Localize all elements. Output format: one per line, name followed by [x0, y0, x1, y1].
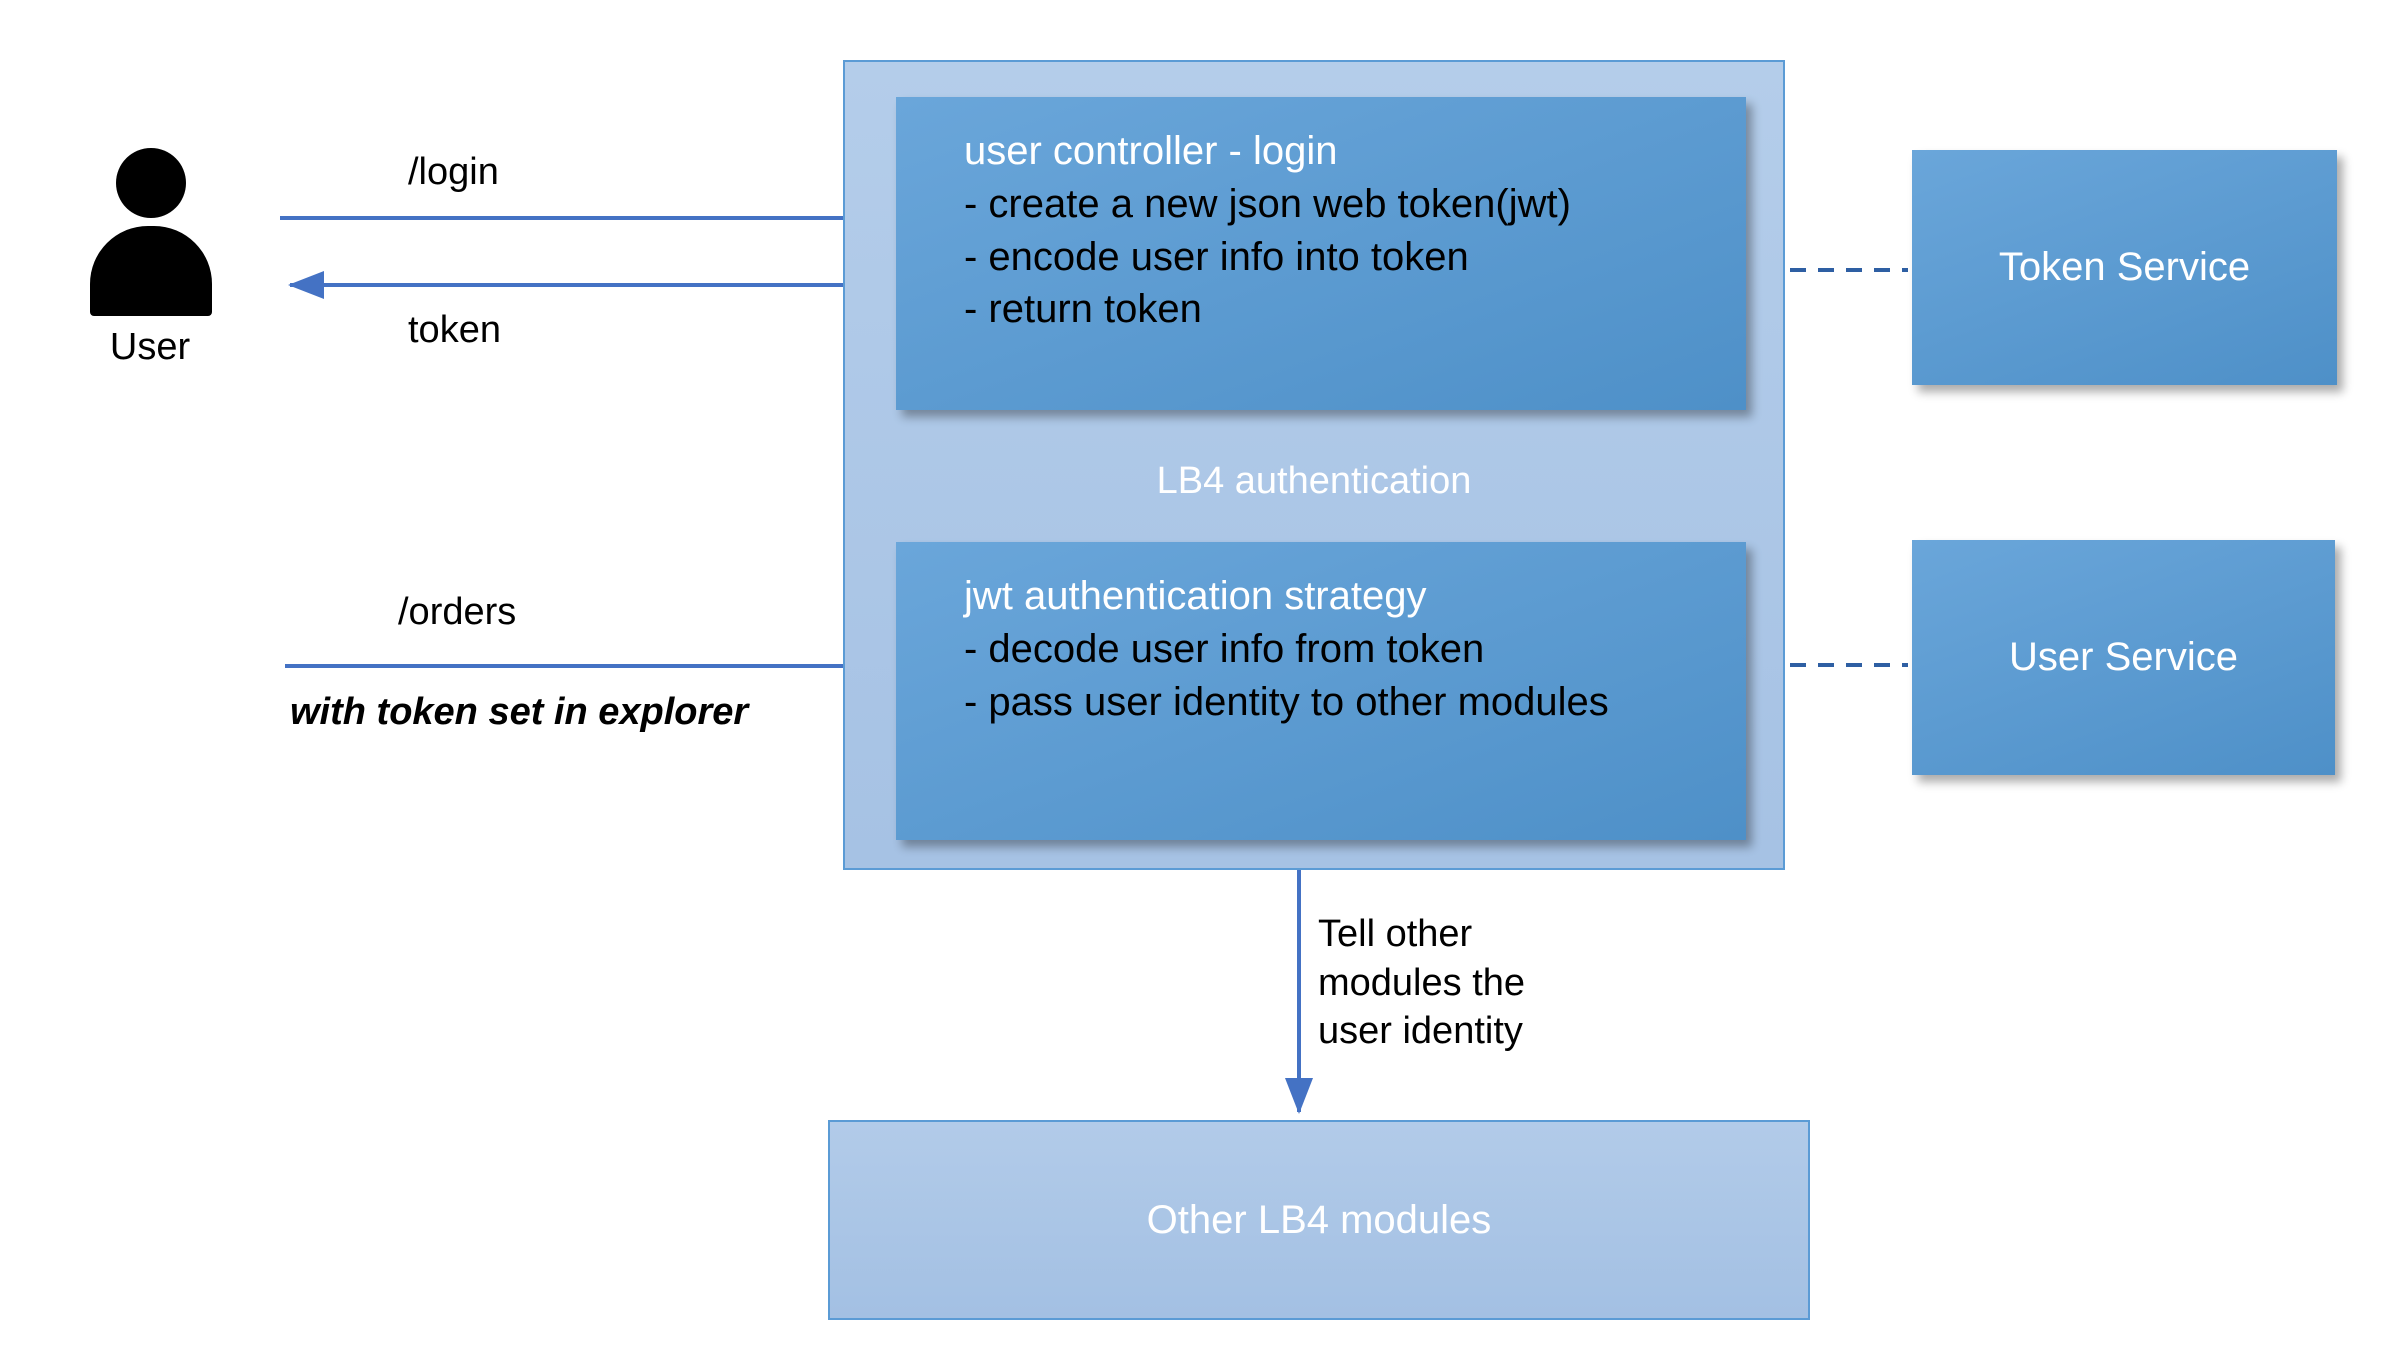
annotation-line-1: Tell other	[1318, 913, 1473, 955]
user-actor-label: User	[109, 326, 191, 368]
module-user-controller-bullet-2: - encode user info into token	[964, 234, 1469, 279]
other-lb4-modules-box: Other LB4 modules	[828, 1120, 1810, 1320]
module-user-controller-bullet-3: - return token	[964, 287, 1202, 332]
module-user-controller-title: user controller - login	[964, 129, 1338, 173]
flow-label-orders-note: with token set in explorer	[290, 691, 749, 733]
service-box-user-service: User Service	[1912, 540, 2335, 775]
annotation-tell-other-modules: Tell other modules the user identity	[1318, 910, 1618, 1056]
other-lb4-modules-label: Other LB4 modules	[1146, 1197, 1492, 1242]
flow-label-orders: /orders	[398, 591, 517, 633]
module-jwt-strategy-bullet-1: - decode user info from token	[964, 626, 1485, 671]
lb4-authentication-container: user controller - login - create a new j…	[843, 60, 1785, 870]
service-token-label: Token Service	[1998, 245, 2251, 289]
annotation-line-3: user identity	[1318, 1010, 1523, 1053]
service-user-label: User Service	[2009, 635, 2238, 679]
lb4-authentication-label: LB4 authentication	[1156, 460, 1472, 502]
module-jwt-strategy-title: jwt authentication strategy	[964, 574, 1427, 618]
flow-label-token: token	[408, 309, 501, 351]
service-box-token-service: Token Service	[1912, 150, 2337, 385]
user-person-icon-body	[90, 226, 212, 316]
module-jwt-strategy-bullet-2: - pass user identity to other modules	[964, 679, 1609, 724]
flow-label-login: /login	[408, 151, 499, 193]
module-user-controller-bullet-1: - create a new json web token(jwt)	[964, 181, 1571, 226]
module-user-controller: user controller - login - create a new j…	[896, 97, 1746, 410]
user-actor: User	[85, 148, 235, 378]
annotation-line-2: modules the	[1318, 961, 1526, 1004]
user-person-icon-head	[116, 148, 186, 218]
module-jwt-authentication-strategy: jwt authentication strategy - decode use…	[896, 542, 1746, 840]
